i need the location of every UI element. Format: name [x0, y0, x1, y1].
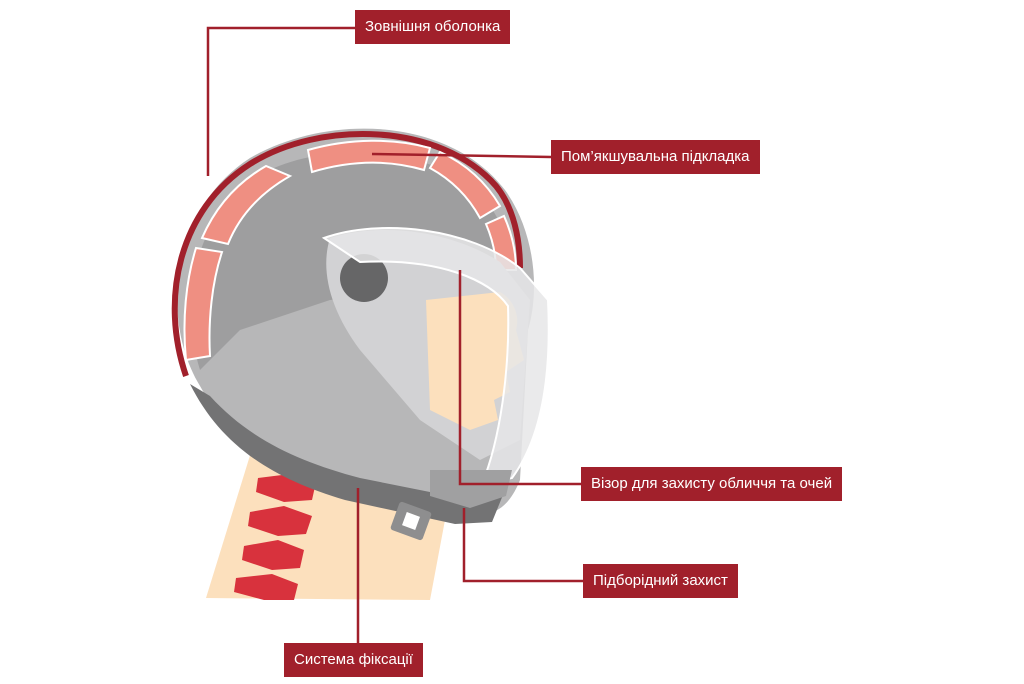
visor-pivot: [340, 254, 388, 302]
shell-band: [171, 131, 523, 377]
retention-system-label: Система фіксації: [284, 643, 423, 677]
face: [426, 292, 524, 430]
strap-buckle: [390, 501, 432, 541]
outer-shell-label: Зовнішня оболонка: [355, 10, 511, 44]
padding-label: Пом’якшувальна підкладка: [551, 140, 760, 174]
visor-label: Візор для захисту обличчя та очей: [581, 467, 843, 501]
chin-guard-label: Підборідний захист: [583, 564, 738, 598]
comfort-padding: [183, 139, 518, 362]
helmet-rim: [190, 384, 505, 524]
chin-bar: [430, 470, 512, 508]
visor: [321, 227, 550, 486]
